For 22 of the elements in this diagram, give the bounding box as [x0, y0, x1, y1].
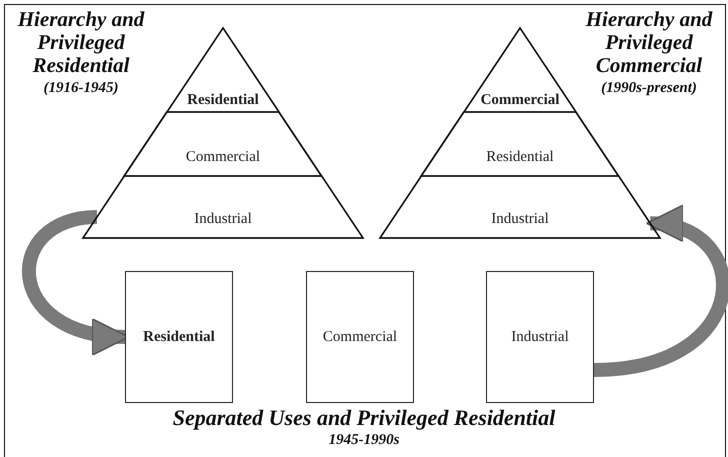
pyramid-tier — [464, 28, 576, 112]
tier-label: Commercial — [184, 149, 262, 166]
tier-label: Industrial — [490, 211, 550, 228]
pyramid-tier — [124, 112, 322, 176]
tier-label: Residential — [186, 92, 260, 109]
period-label: (1916-1945) — [42, 80, 120, 96]
tier-label: Residential — [485, 149, 555, 166]
land-use-box: Commercial — [306, 271, 414, 403]
tier-label: Commercial — [480, 92, 560, 109]
pyramid-heading: Hierarchy and Privileged Commercial — [584, 8, 714, 78]
pyramid-heading: Hierarchy and Privileged Residential — [16, 8, 146, 78]
curved-arrow — [593, 208, 728, 377]
period-label: (1990s-present) — [600, 80, 698, 96]
pyramid-tier — [421, 112, 619, 176]
pyramid-tier — [167, 28, 279, 112]
tier-label: Industrial — [193, 211, 253, 228]
pyramid-tier — [380, 176, 660, 238]
pyramid-tier — [83, 176, 363, 238]
land-use-box: Residential — [125, 271, 233, 403]
period-label: 1945-1990s — [328, 432, 400, 448]
land-use-box: Industrial — [486, 271, 594, 403]
phase-heading: Separated Uses and Privileged Residential — [172, 406, 556, 430]
